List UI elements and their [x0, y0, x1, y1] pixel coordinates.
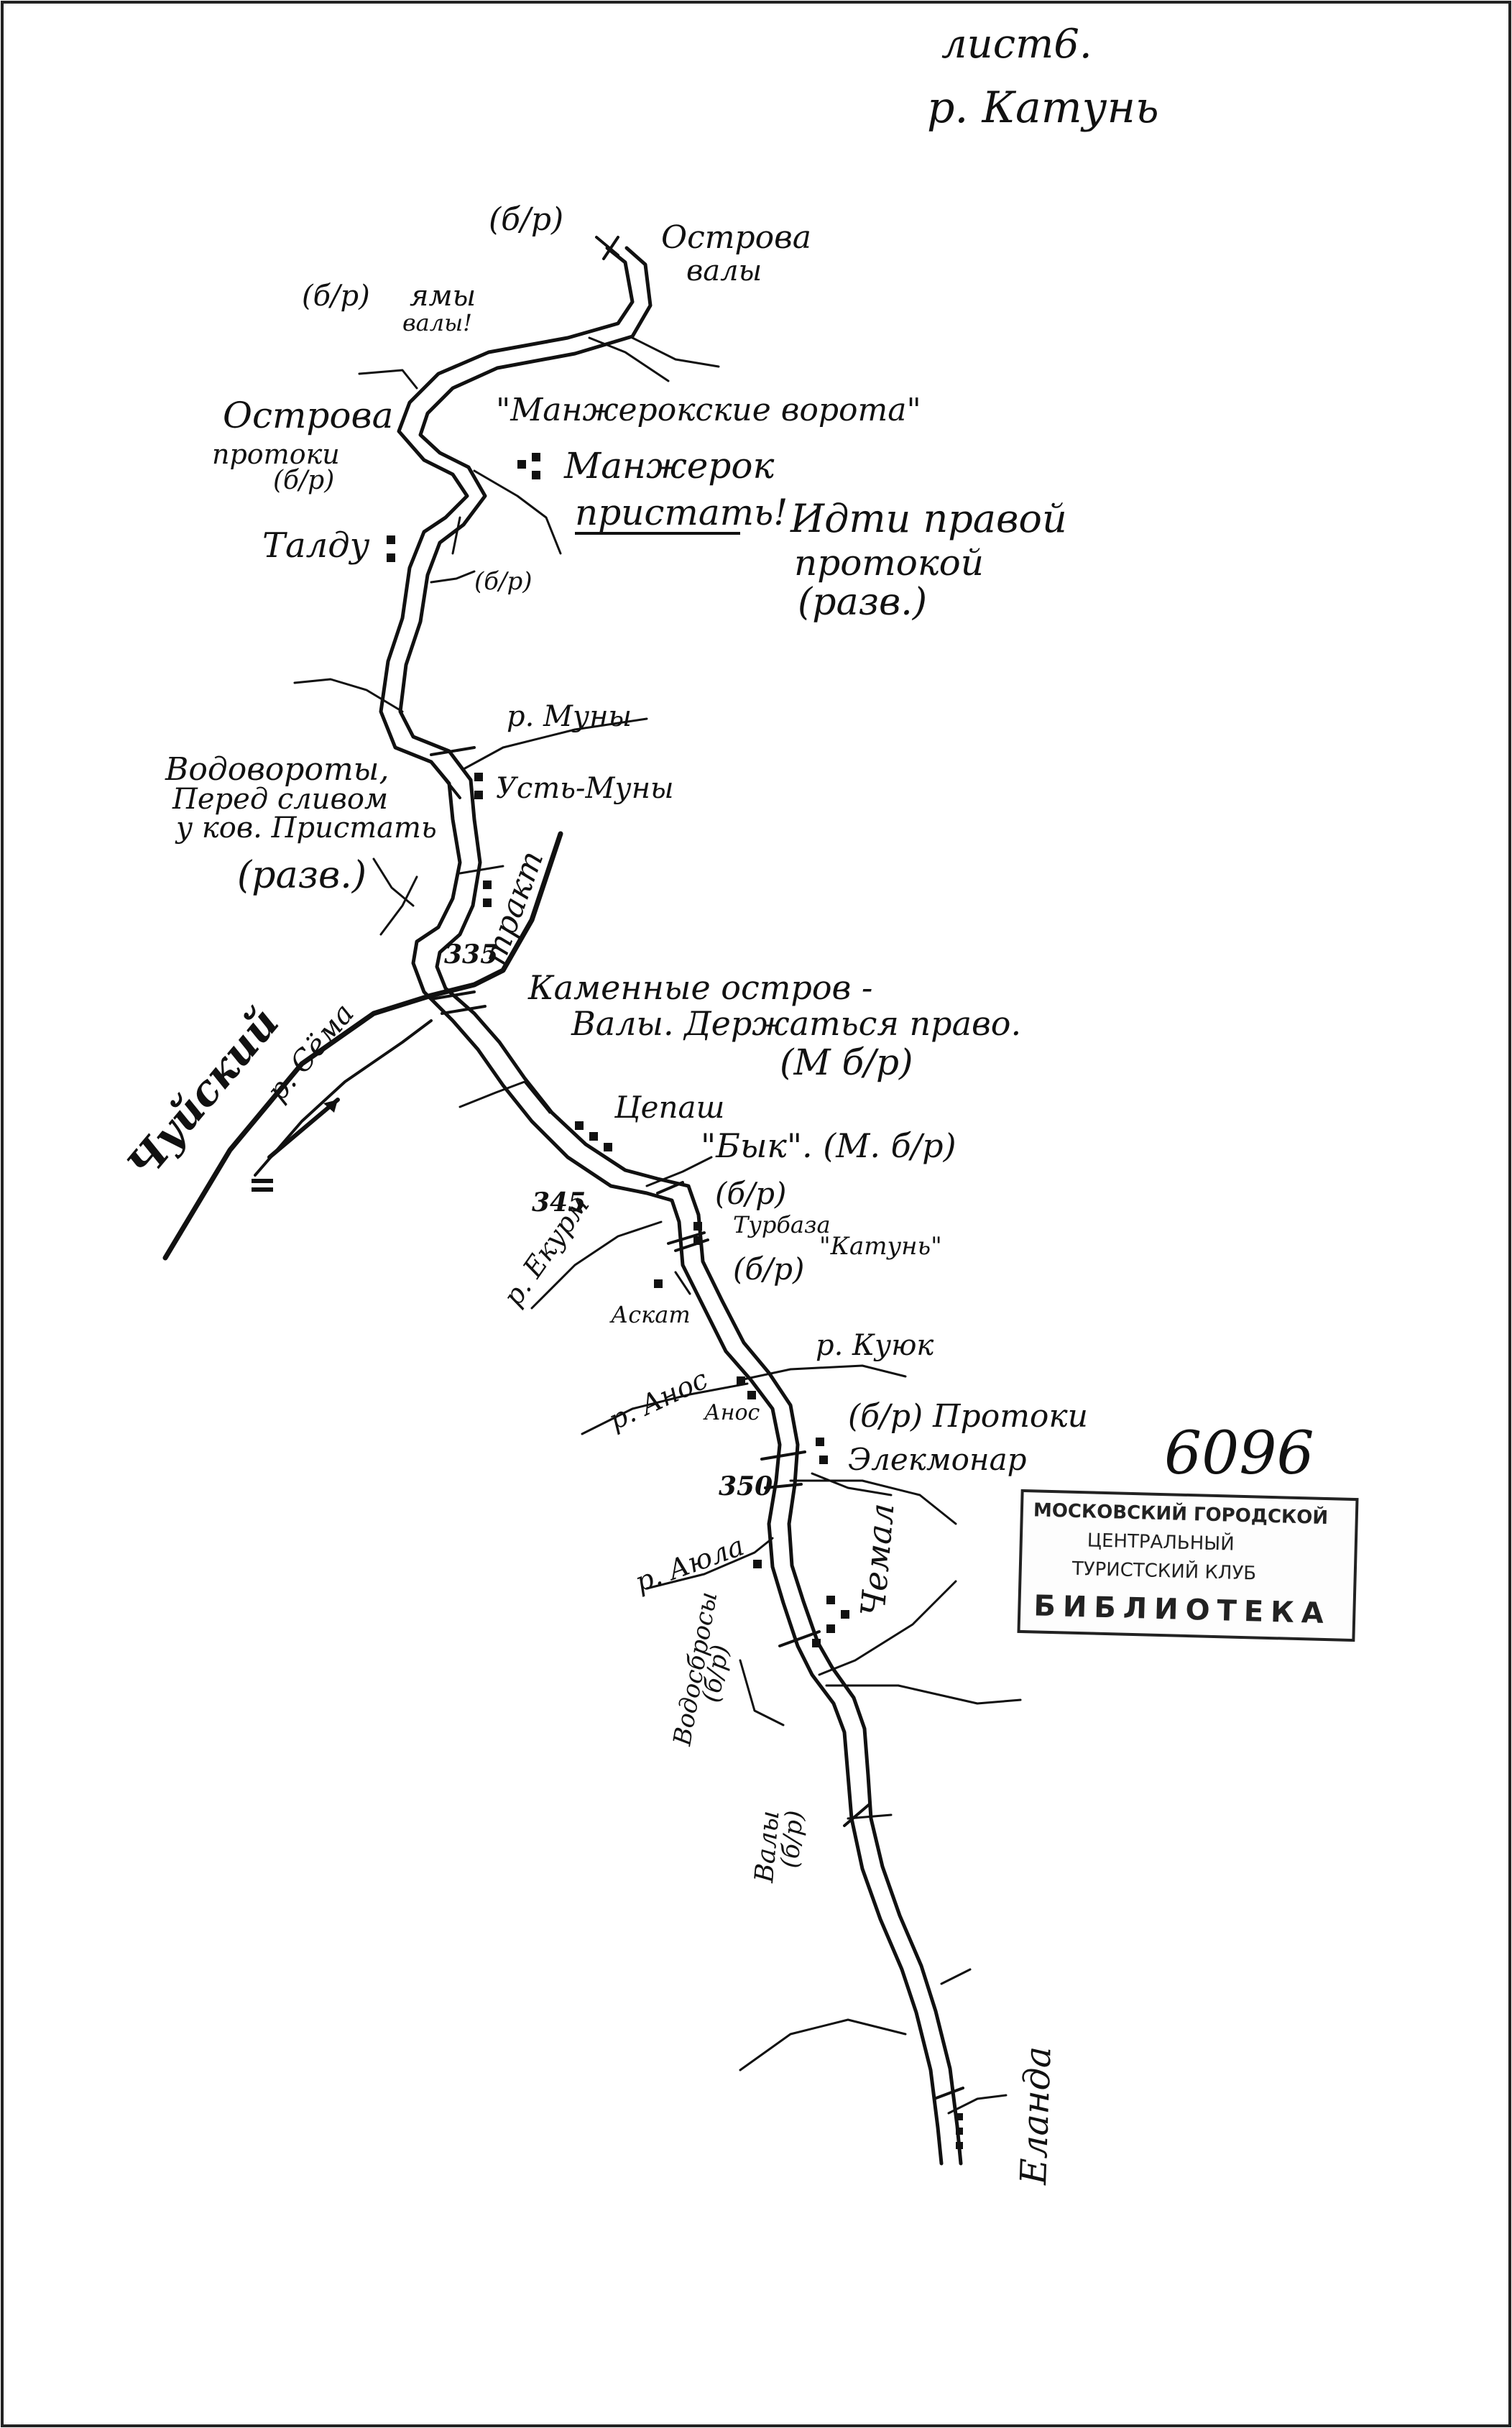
pristat-label: пристать! [575, 492, 788, 533]
shafts-label-2: (б/р) [775, 1809, 809, 1870]
tributaries [162, 336, 1022, 2115]
go-right-channel-3: (разв.) [798, 581, 927, 624]
whirlpools-label-3: у ков. Пристать [175, 811, 437, 845]
whirlpools-label-1: Водовороты, [165, 751, 389, 788]
sheet-label: лист6. [941, 21, 1092, 68]
elanda-label: Еланда [1013, 2046, 1059, 2186]
turbaza-label: Турбаза [733, 1211, 831, 1238]
islands-shafts-label-2: валы [686, 254, 762, 288]
bull-rock-label: "Бык". (М. б/р) [701, 1126, 956, 1165]
arrow-head [323, 1100, 338, 1113]
stone-islands-label-3: (М б/р) [780, 1041, 913, 1083]
stamp-line-1: МОСКОВСКИЙ ГОРОДСКОЙ [1033, 1499, 1329, 1530]
ayula-river [645, 1537, 774, 1590]
manzherok-gates-label: "Манжерокские ворота" [496, 392, 921, 428]
inventory-number: 6096 [1164, 1420, 1314, 1488]
rapid-channels-label: (б/р) Протоки [848, 1398, 1088, 1435]
katun-base-label: "Катунь" [819, 1232, 942, 1261]
settlements [252, 453, 963, 2149]
pits-shafts-label-2: валы! [402, 309, 472, 336]
tsepash-label: Цепаш [614, 1090, 724, 1125]
stamp-line-3: ТУРИСТСКИЙ КЛУБ [1071, 1558, 1257, 1585]
stamp-line-2: ЦЕНТРАЛЬНЫЙ [1087, 1530, 1235, 1555]
stone-islands-label-1: Каменные остров - [527, 968, 872, 1007]
rapid-label-4: (б/р) [733, 1251, 804, 1287]
sema-river [254, 1019, 433, 1177]
islands-shafts-label: Острова [661, 219, 811, 256]
chuysky-trakt-road [162, 831, 563, 1261]
muny-river-label: р. Муны [507, 700, 632, 733]
anos-river-label: р. Анос [604, 1363, 712, 1436]
whirlpools-label-4: (разв.) [237, 854, 367, 897]
islands-channels-label-3: (б/р) [273, 466, 334, 495]
kuyuk-river-label: р. Куюк [816, 1329, 934, 1362]
rapid-label-taldu: (б/р) [474, 567, 533, 596]
whirlpools-label-2: Перед сливом [172, 783, 388, 816]
manzherok-label: Манжерок [563, 445, 774, 487]
go-right-channel-2: протокой [794, 542, 984, 584]
stamp-line-4: БИБЛИОТЕКА [1033, 1589, 1332, 1631]
askat-label: Аскат [609, 1301, 691, 1328]
shafts-label-1: Валы [750, 1809, 785, 1884]
anos-river [581, 1382, 749, 1435]
islands-channels-label: Острова [223, 395, 393, 436]
sema-river-label: р. Сёма [260, 998, 361, 1108]
katun-river [379, 246, 963, 2166]
kuyuk-river [739, 1364, 907, 1381]
chuysky-label: Чуйский [118, 998, 289, 1189]
ekurm-river [530, 1220, 663, 1310]
muny-river [462, 717, 648, 771]
library-stamp: МОСКОВСКИЙ ГОРОДСКОЙ ЦЕНТРАЛЬНЫЙ ТУРИСТС… [1017, 1489, 1359, 1642]
ust-muny-label: Усть-Муны [496, 772, 674, 805]
km-335-label: 335 [444, 939, 498, 970]
rapid-label-3: (б/р) [715, 1176, 786, 1211]
elekmonar-label: Элекмонар [848, 1442, 1027, 1477]
islands-channels-label-2: протоки [212, 438, 340, 470]
pits-shafts-label: ямы [410, 280, 476, 313]
km-350-label: 350 [719, 1471, 773, 1502]
ayula-river-label: р. Аюла [631, 1530, 748, 1598]
taldu-label: Талду [262, 525, 370, 566]
go-right-channel-1: Идти правой [790, 496, 1067, 541]
river-title: р. Катунь [927, 83, 1159, 133]
anos-label: Анос [703, 1400, 760, 1425]
km-345-label: 345 [532, 1187, 586, 1218]
trakt-label: тракт [476, 846, 550, 970]
arrow-line [267, 1098, 340, 1159]
rapid-ticks [430, 236, 964, 2100]
rapid-label-top: (б/р) [489, 201, 563, 238]
stone-islands-label-2: Валы. Держаться право. [571, 1004, 1021, 1043]
rapid-label-2: (б/р) [302, 280, 370, 313]
chemal-label: Чемал [853, 1502, 902, 1618]
